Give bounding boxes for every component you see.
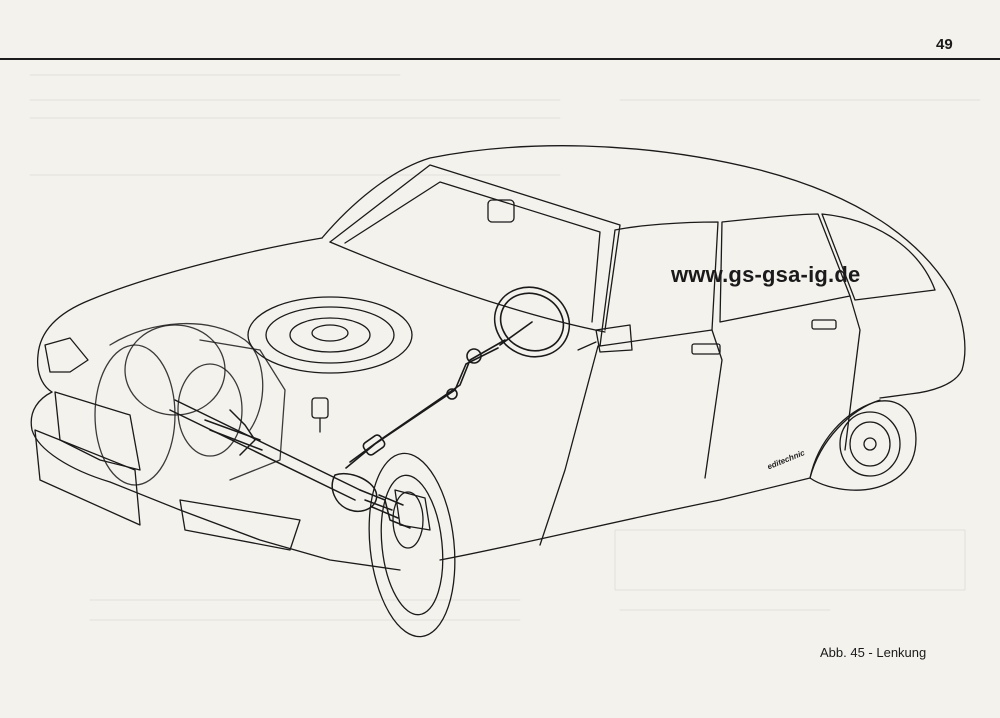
car-body — [30, 145, 966, 571]
engine-block — [94, 322, 286, 486]
steering-rack — [169, 399, 411, 529]
bleed-through-lines — [29, 74, 981, 621]
page-number: 49 — [936, 36, 953, 53]
steering-wheel — [493, 286, 571, 358]
figure-caption: Abb. 45 - Lenkung — [820, 645, 927, 660]
rear-wheel — [809, 400, 917, 491]
header-rule — [0, 58, 1000, 60]
spare-wheel — [247, 296, 413, 374]
front-wheel — [368, 452, 456, 638]
reservoir — [311, 397, 329, 433]
website-watermark: www.gs-gsa-ig.de — [671, 262, 861, 287]
steering-column — [345, 339, 506, 469]
